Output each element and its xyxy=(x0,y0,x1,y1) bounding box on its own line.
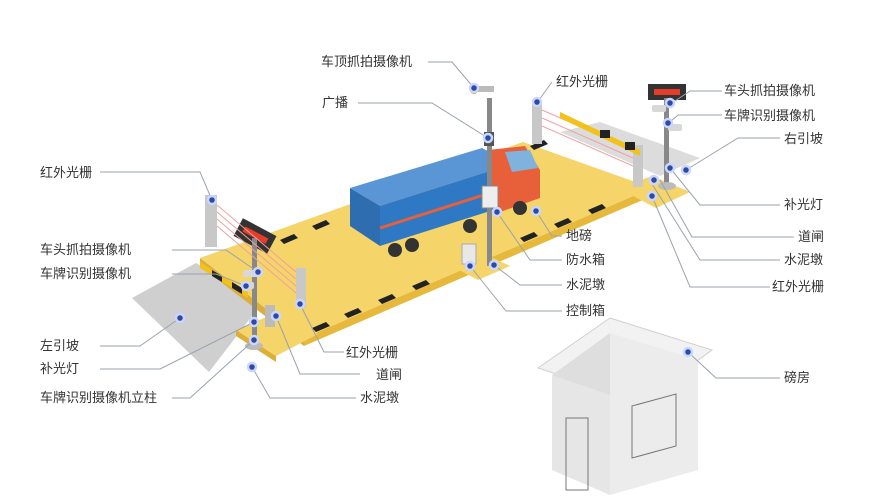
label-left-plate-camera: 车牌识别摄像机 xyxy=(40,266,131,282)
marker-dot-icon xyxy=(664,97,676,109)
label-left-pier: 水泥墩 xyxy=(360,391,399,406)
marker-dot-icon xyxy=(294,298,306,310)
marker-dot-icon xyxy=(246,361,258,373)
marker-dot-icon xyxy=(680,164,692,176)
label-left-fill-light: 补光灯 xyxy=(40,362,79,377)
label-right-head-camera: 车头抓拍摄像机 xyxy=(724,83,815,99)
label-left-gate: 道闸 xyxy=(376,368,402,383)
marker-dot-icon xyxy=(248,334,260,346)
marker-dot-icon xyxy=(468,82,480,94)
label-left-ramp: 左引坡 xyxy=(40,339,79,354)
label-broadcast: 广播 xyxy=(322,96,348,111)
left-barrier-gate xyxy=(200,262,275,327)
left-ir-beams xyxy=(216,204,297,294)
marker-dot-icon xyxy=(530,205,542,217)
marker-dot-icon xyxy=(646,190,658,202)
left-ramp xyxy=(132,263,262,372)
marker-dot-icon xyxy=(464,260,476,272)
truck xyxy=(350,146,540,257)
marker-dot-icon xyxy=(174,312,186,324)
marker-dot-icon xyxy=(240,280,252,292)
marker-dot-icon xyxy=(252,266,264,278)
right-barrier-gate xyxy=(560,112,640,156)
leader-lines xyxy=(100,61,794,399)
marker-dot-icon xyxy=(248,316,260,328)
label-right-fill-light: 补光灯 xyxy=(784,198,823,213)
camera-icon xyxy=(652,105,666,112)
marker-dot-icon xyxy=(682,346,694,358)
label-left-ir-grating-top: 红外光栅 xyxy=(40,165,92,181)
marker-dot-icon xyxy=(664,162,676,174)
labels: 车顶抓拍摄像机 广播 红外光栅 车头抓拍摄像机 车牌识别摄像机 右引坡 补光灯 … xyxy=(40,54,824,406)
label-right-plate-camera: 车牌识别摄像机 xyxy=(724,108,815,124)
marker-dot-icon xyxy=(648,174,660,186)
marker-dot-icon xyxy=(206,194,218,206)
label-right-pier: 水泥墩 xyxy=(784,253,823,268)
left-ir-grating-pole xyxy=(205,195,306,308)
label-control-box: 控制箱 xyxy=(566,303,605,319)
right-led-display xyxy=(648,84,686,100)
marker-dot-icon xyxy=(531,96,543,108)
marker-dot-icon xyxy=(491,206,503,218)
label-right-ir-grating: 红外光栅 xyxy=(772,279,824,295)
weigh-house xyxy=(536,317,714,495)
label-weigh-house: 磅房 xyxy=(784,370,810,386)
marker-dot-icon xyxy=(482,132,494,144)
label-ir-grating-top: 红外光栅 xyxy=(556,74,608,90)
label-plate-camera-pole: 车牌识别摄像机立柱 xyxy=(40,390,157,406)
marker-dot-icon xyxy=(662,117,674,129)
label-right-ramp: 右引坡 xyxy=(784,132,823,147)
label-waterproof-box: 防水箱 xyxy=(566,252,605,268)
label-left-ir-grating-bottom: 红外光栅 xyxy=(346,345,398,361)
label-top-camera: 车顶抓拍摄像机 xyxy=(321,54,412,70)
left-led-display xyxy=(233,218,277,254)
marker-dot-icon xyxy=(488,259,500,271)
label-weighbridge: 地磅 xyxy=(566,228,592,244)
marker-dots xyxy=(174,82,694,373)
label-right-gate: 道闸 xyxy=(798,230,824,245)
label-center-pier: 水泥墩 xyxy=(566,278,605,293)
marker-dot-icon xyxy=(270,310,282,322)
label-left-head-camera: 车头抓拍摄像机 xyxy=(40,242,131,258)
